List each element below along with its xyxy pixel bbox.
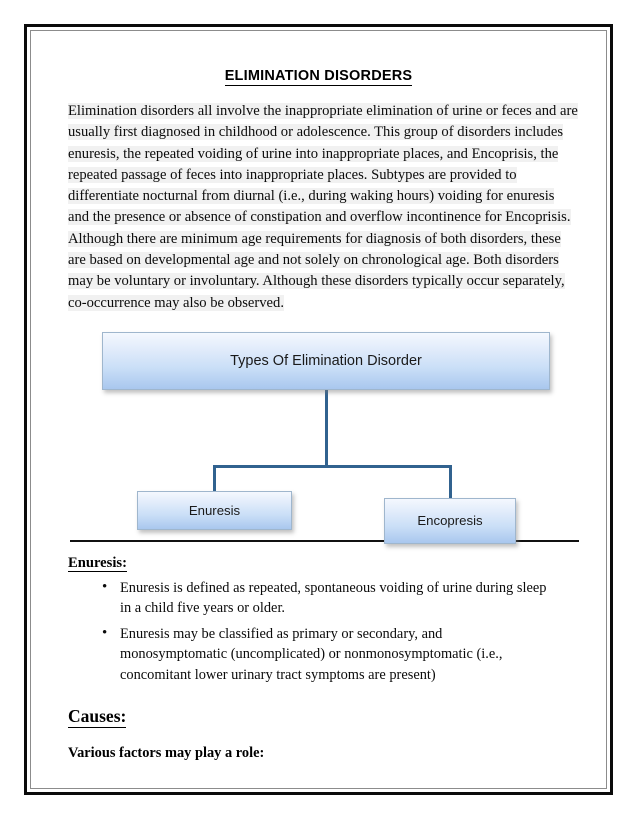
- heading-causes: Causes:: [44, 690, 593, 728]
- section-divider: [70, 539, 579, 542]
- page-border-inner-rule: [30, 30, 607, 789]
- page-border-frame: [24, 24, 613, 795]
- intro-paragraph-text: Elimination disorders all involve the in…: [68, 103, 578, 311]
- connector-branch-encopresis: [449, 464, 452, 499]
- heading-causes-text: Causes:: [68, 706, 127, 728]
- causes-intro-line: Various factors may play a role:: [68, 745, 265, 762]
- chart-node-enuresis-label: Enuresis: [188, 502, 241, 518]
- enuresis-bullet-list: Enuresis is defined as repeated, spontan…: [44, 577, 593, 686]
- elimination-disorder-org-chart: Types Of Elimination Disorder Enuresis E…: [44, 326, 593, 544]
- intro-paragraph: Elimination disorders all involve the in…: [44, 84, 593, 314]
- chart-node-encopresis-label: Encopresis: [417, 513, 483, 529]
- chart-node-root[interactable]: Types Of Elimination Disorder: [102, 331, 550, 390]
- chart-node-encopresis[interactable]: Encopresis: [384, 497, 516, 544]
- document-content: ELIMINATION DISORDERS Elimination disord…: [44, 44, 593, 775]
- connector-horizontal-bar: [213, 464, 452, 468]
- connector-branch-enuresis: [213, 464, 216, 492]
- list-item: Enuresis may be classified as primary or…: [102, 623, 593, 686]
- heading-enuresis: Enuresis:: [44, 542, 593, 573]
- chart-node-root-label: Types Of Elimination Disorder: [230, 352, 422, 369]
- page-title-text: ELIMINATION DISORDERS: [224, 68, 413, 86]
- page-title: ELIMINATION DISORDERS: [44, 44, 593, 86]
- connector-root-stem: [325, 389, 328, 467]
- list-item: Enuresis is defined as repeated, spontan…: [102, 577, 593, 619]
- heading-enuresis-text: Enuresis:: [68, 554, 127, 573]
- chart-node-enuresis[interactable]: Enuresis: [137, 490, 292, 530]
